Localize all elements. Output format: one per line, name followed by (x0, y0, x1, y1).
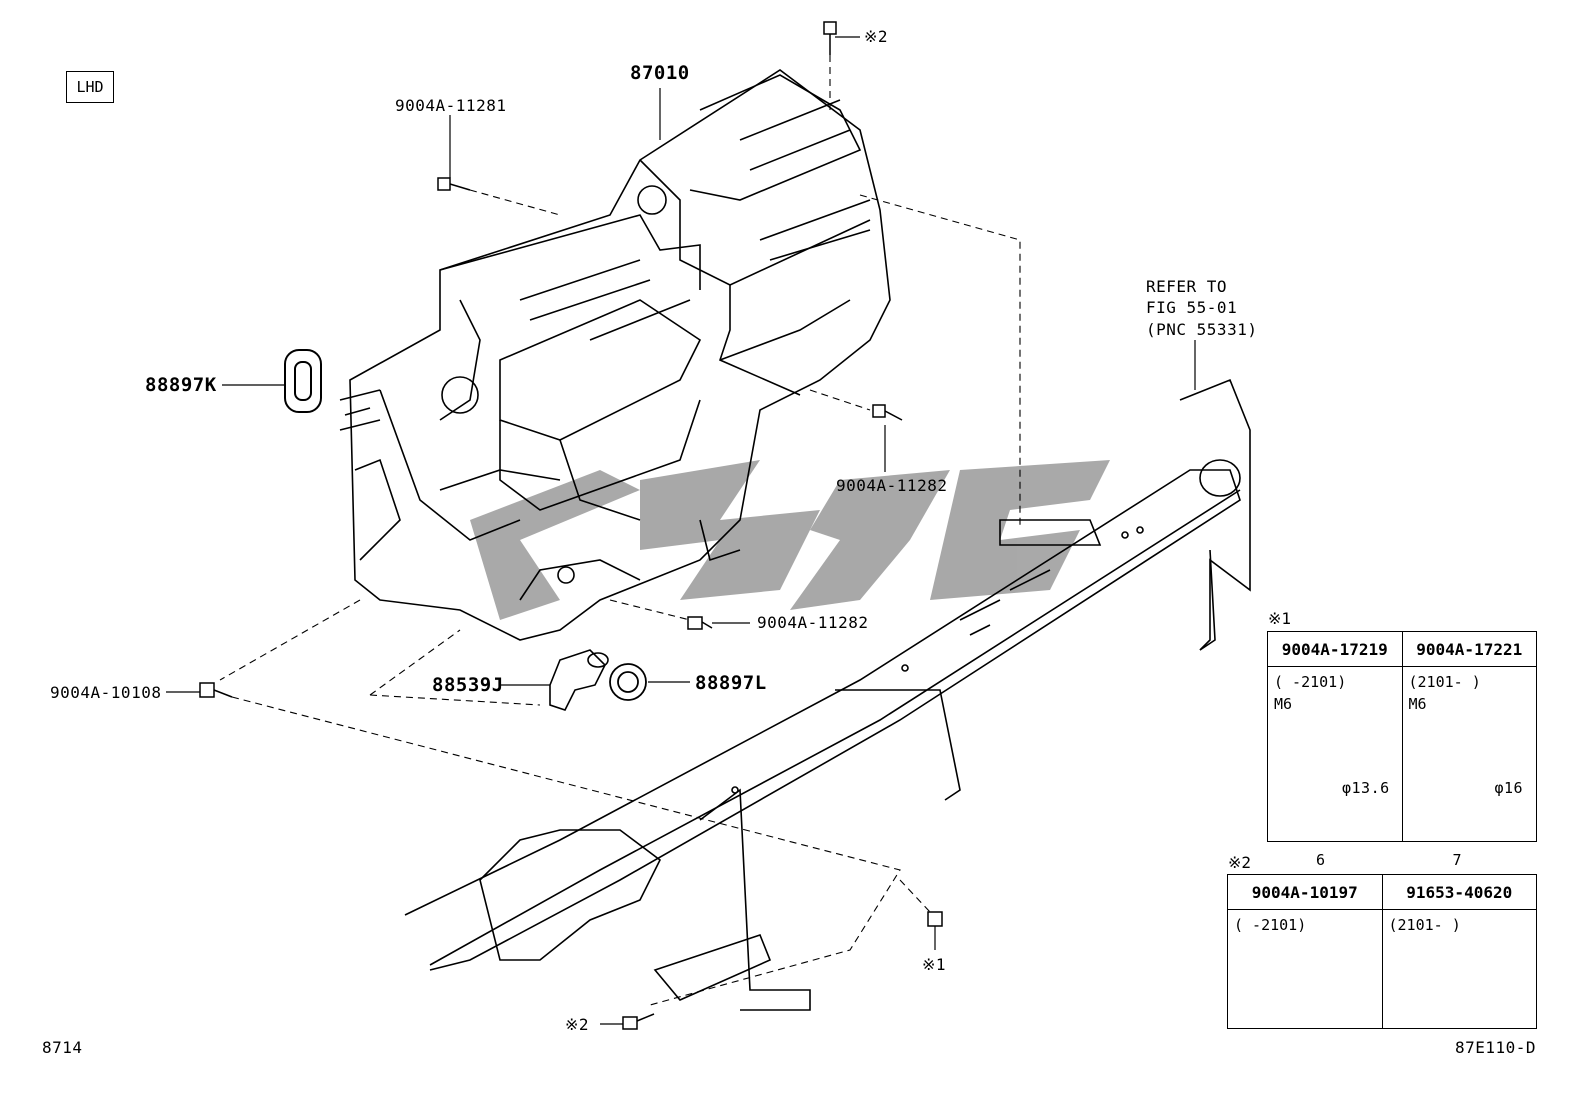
refer-line-3: (PNC 55331) (1146, 320, 1258, 339)
leader-lines (166, 36, 1196, 1025)
label-88897l: 88897L (695, 672, 767, 694)
dashed-lines (219, 55, 1021, 1006)
table1-dia-1: φ13.6 (1342, 779, 1390, 797)
label-9004a-11282-bottom: 9004A-11282 (757, 613, 869, 632)
label-9004a-10108: 9004A-10108 (50, 683, 162, 702)
fasteners (199, 21, 943, 1030)
grommet-88897l (609, 663, 647, 701)
table1-range-2: (2101- ) (1408, 673, 1481, 691)
table1-size-2: M6 (1408, 695, 1427, 713)
table2-note: ※2 (1228, 853, 1252, 872)
label-9004a-11281: 9004A-11281 (395, 96, 507, 115)
label-note-1: ※1 (922, 955, 947, 974)
figure-code: 87E110-D (1455, 1038, 1537, 1057)
hose-88539j (549, 649, 609, 711)
table2-range-2: (2101- ) (1388, 916, 1461, 934)
label-note-2-bottom: ※2 (565, 1015, 590, 1034)
table2-range-1: ( -2101) (1234, 916, 1307, 934)
reinforcement-beam (404, 378, 1251, 1011)
label-88539j: 88539J (432, 674, 504, 696)
label-88897k: 88897K (145, 374, 217, 396)
table1-part-1: 9004A-17219 (1267, 631, 1403, 667)
lhd-badge: LHD (66, 71, 114, 103)
watermark (470, 460, 1110, 620)
spec-table-2: 9004A-10197 91653-40620 ( -2101) (2101- … (1227, 874, 1537, 1029)
table1-note: ※1 (1268, 609, 1292, 628)
refer-line-2: FIG 55-01 (1146, 298, 1238, 317)
label-note-2-top: ※2 (864, 27, 889, 46)
refer-line-1: REFER TO (1146, 277, 1228, 296)
label-87010: 87010 (630, 62, 690, 84)
table1-part-2: 9004A-17221 (1401, 631, 1537, 667)
page-code: 8714 (42, 1038, 83, 1057)
hvac-unit-87010 (339, 69, 891, 641)
table1-range-1: ( -2101) (1274, 673, 1347, 691)
gasket-88897k (284, 349, 322, 413)
label-9004a-11282-right: 9004A-11282 (836, 476, 948, 495)
table1-width-2: 7 (1452, 851, 1463, 869)
spec-table-1: 9004A-17219 9004A-17221 ( -2101) M6 φ13.… (1267, 631, 1537, 869)
table2-part-2: 91653-40620 (1381, 874, 1537, 910)
table1-dia-2: φ16 (1494, 779, 1524, 797)
table1-size-1: M6 (1274, 695, 1293, 713)
table1-width-1: 6 (1316, 851, 1326, 869)
table2-part-1: 9004A-10197 (1227, 874, 1383, 910)
